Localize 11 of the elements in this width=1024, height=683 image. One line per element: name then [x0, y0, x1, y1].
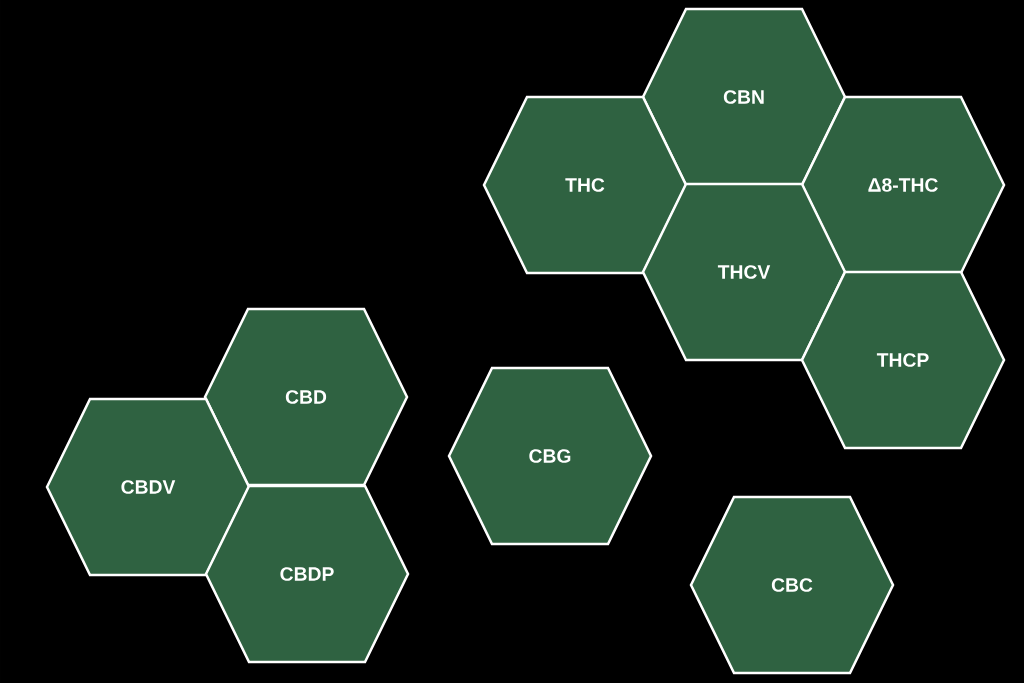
hexagon: CBDP: [204, 484, 410, 664]
hexagon: THC: [482, 95, 688, 275]
hexagon: THCV: [641, 182, 847, 362]
hexagon: CBG: [447, 366, 653, 546]
hexagon: THCP: [800, 270, 1006, 450]
hexagon: CBD: [203, 307, 409, 487]
hexagon: CBDV: [45, 397, 251, 577]
hexagon: CBC: [689, 495, 895, 675]
hexagon: CBN: [641, 7, 847, 187]
hexagon: Δ8-THC: [800, 95, 1006, 275]
node-label: Δ8-THC: [868, 178, 938, 192]
